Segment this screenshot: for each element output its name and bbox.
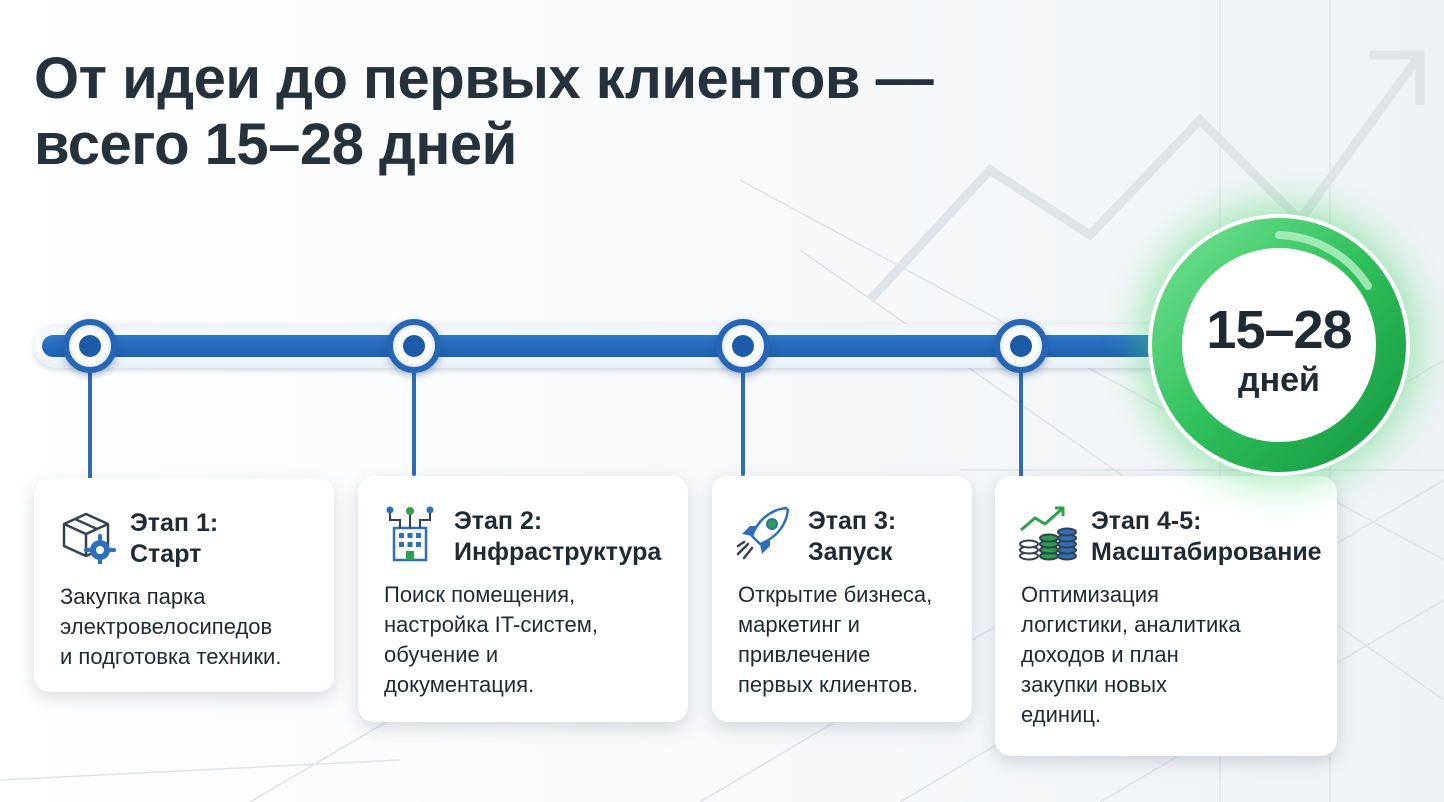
stage-1-name: Старт xyxy=(130,540,202,568)
box-gear-icon xyxy=(62,512,116,564)
stage-4-title: Этап 4-5: Масштабирование xyxy=(1091,506,1322,568)
timeline-node-4 xyxy=(994,319,1048,373)
result-unit: дней xyxy=(1238,361,1320,399)
timeline-bar xyxy=(42,335,1214,357)
page-title-line-1: От идеи до первых клиентов — xyxy=(34,46,934,111)
growth-coins-icon xyxy=(1019,506,1077,561)
timeline-node-3 xyxy=(716,319,770,373)
stage-card-3: Этап 3: Запуск Открытие бизнеса, маркети… xyxy=(712,476,972,722)
stage-1-title: Этап 1: Старт xyxy=(130,508,218,570)
stage-2-number: Этап 2: xyxy=(454,507,543,535)
rocket-icon xyxy=(736,506,790,560)
stage-3-name: Запуск xyxy=(808,538,893,566)
stage-card-4: Этап 4-5: Масштабирование Оптимизация ло… xyxy=(995,476,1337,756)
stage-2-name: Инфраструктура xyxy=(454,538,662,566)
stage-3-description: Открытие бизнеса, маркетинг и привлечени… xyxy=(738,582,933,697)
stage-card-2: Этап 2: Инфраструктура Поиск помещения, … xyxy=(358,476,688,722)
result-value: 15–28 xyxy=(1206,300,1352,360)
timeline-connector-2 xyxy=(412,346,416,476)
timeline-node-1 xyxy=(63,319,117,373)
stage-4-name: Масштабирование xyxy=(1091,538,1322,566)
stage-2-title: Этап 2: Инфраструктура xyxy=(454,506,661,568)
page-title-line-2: всего 15–28 дней xyxy=(34,112,517,177)
timeline-connector-4 xyxy=(1019,346,1023,478)
stage-1-number: Этап 1: xyxy=(130,509,219,537)
stage-3-title: Этап 3: Запуск xyxy=(808,506,896,568)
stage-card-1: Этап 1: Старт Закупка парка электровелос… xyxy=(34,478,334,692)
stage-3-number: Этап 3: xyxy=(808,507,897,535)
result-badge: 15–28 дней xyxy=(1148,214,1410,476)
page-title: От идеи до первых клиентов — всего 15–28… xyxy=(34,46,1034,178)
result-ring xyxy=(1152,218,1406,472)
stage-4-number: Этап 4-5: xyxy=(1091,507,1202,535)
timeline-connector-1 xyxy=(88,346,92,480)
stage-4-description: Оптимизация логистики, аналитика доходов… xyxy=(1021,582,1241,727)
timeline-node-2 xyxy=(387,319,441,373)
stage-1-description: Закупка парка электровелосипедов и подго… xyxy=(60,584,282,669)
timeline-connector-3 xyxy=(741,346,745,476)
stage-2-description: Поиск помещения, настройка IT-систем, об… xyxy=(384,582,598,697)
network-building-icon xyxy=(386,506,434,562)
